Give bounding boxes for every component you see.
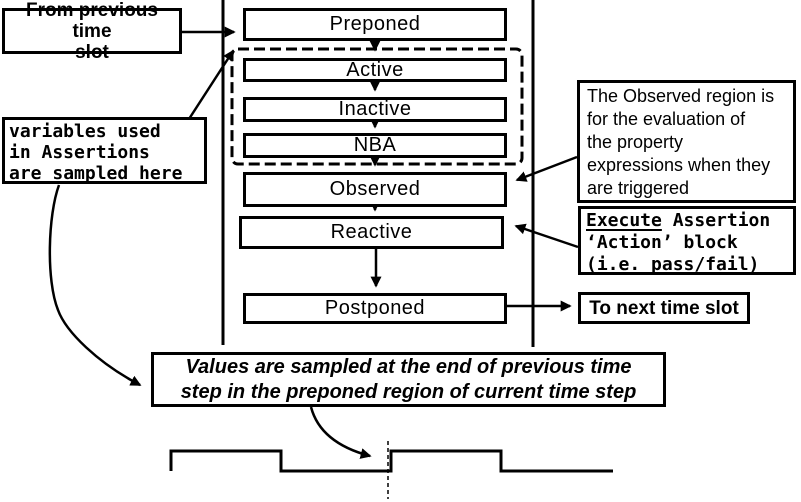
- arrow-variables-to-values-note: [48, 184, 142, 387]
- arrow-variables-to-dashed-region: [187, 49, 235, 120]
- note-line: To next time slot: [589, 297, 739, 319]
- region-label: Postponed: [324, 297, 426, 319]
- note-line: ‘Action’ block: [586, 232, 738, 253]
- note-line: Values are sampled at the end of previou…: [185, 355, 632, 378]
- note-line: slot: [75, 41, 109, 63]
- underlined-word: sampled: [52, 163, 129, 184]
- arrow-execute-note-to-reactive: [514, 223, 579, 249]
- region-label: NBA: [353, 134, 397, 156]
- region-label: Preponed: [329, 13, 421, 35]
- region-reactive: Reactive: [239, 216, 504, 249]
- note-line: in Assertions: [9, 142, 150, 163]
- note-line: variables used: [9, 121, 161, 142]
- region-label: Inactive: [338, 98, 412, 120]
- arrow-observed-note-to-observed: [515, 155, 578, 182]
- from-previous-slot-note: From previous time slot: [2, 0, 182, 63]
- underlined-word: Execute: [586, 210, 662, 231]
- note-line: are sampled here: [9, 163, 183, 184]
- arrow-values-note-to-waveform: [309, 406, 372, 459]
- note-line: From previous time: [26, 0, 158, 42]
- region-nba: NBA: [243, 133, 507, 158]
- region-inactive: Inactive: [243, 97, 507, 122]
- note-line: step in the preponed region of current t…: [180, 380, 637, 403]
- region-postponed: Postponed: [243, 293, 507, 324]
- region-active: Active: [243, 58, 507, 82]
- note-line: expressions when they: [587, 155, 771, 175]
- region-preponed: Preponed: [243, 8, 507, 41]
- variables-sampled-note: variables used in Assertions are sampled…: [2, 117, 207, 184]
- region-label: Active: [346, 58, 404, 81]
- note-line: The Observed region is: [587, 86, 775, 106]
- note-line: are triggered: [587, 178, 690, 198]
- observed-region-note: The Observed region is for the evaluatio…: [577, 80, 796, 203]
- clock-waveform: [169, 449, 613, 473]
- note-line: Execute Assertion: [586, 210, 771, 231]
- execute-assertion-note: Execute Assertion ‘Action’ block (i.e. p…: [578, 206, 796, 275]
- to-next-slot-note: To next time slot: [578, 292, 750, 324]
- values-sampled-note: Values are sampled at the end of previou…: [151, 352, 666, 407]
- region-observed: Observed: [243, 172, 507, 207]
- region-label: Observed: [329, 178, 421, 200]
- note-line: the property: [587, 132, 684, 152]
- region-label: Reactive: [330, 221, 413, 243]
- note-line: (i.e. pass/fail): [586, 254, 760, 275]
- note-line: for the evaluation of: [587, 109, 746, 129]
